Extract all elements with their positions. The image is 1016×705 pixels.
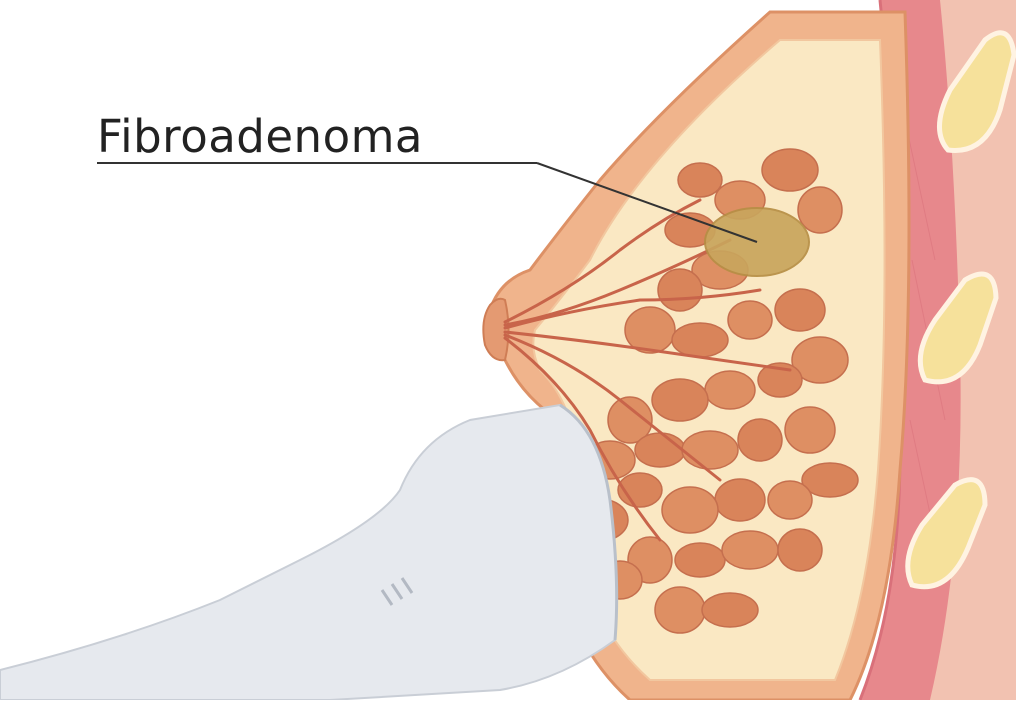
lobule [672,323,728,357]
lobule [662,487,718,533]
lobule [768,481,812,519]
lobule [702,593,758,627]
ultrasound-probe-icon [0,405,617,700]
lobule [658,269,702,311]
lobule [652,379,708,421]
lobule [722,531,778,569]
lobule [738,419,782,461]
lobule [635,433,685,467]
fibroadenoma-label: Fibroadenoma [97,114,423,159]
lobule [785,407,835,453]
lobule [655,587,705,633]
nipple [483,299,508,360]
lobule [798,187,842,233]
lobule [715,479,765,521]
lobule [682,431,738,469]
lobule [705,371,755,409]
lobule [762,149,818,191]
lobule [678,163,722,197]
lobule [728,301,772,339]
lobule [775,289,825,331]
lobule [675,543,725,577]
lobule [778,529,822,571]
